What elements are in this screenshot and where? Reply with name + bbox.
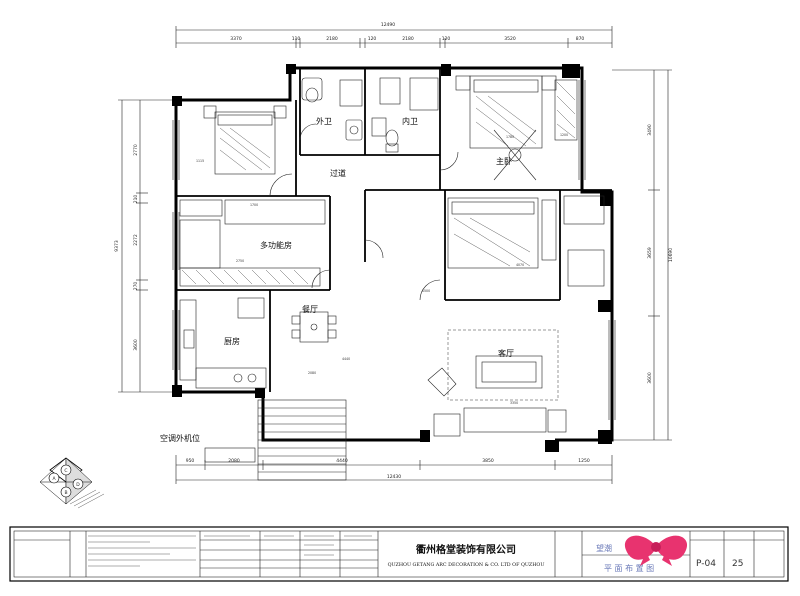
balcony-grille xyxy=(204,399,347,481)
interior-dimensions: 1115 1700 2750 1500 4440 3350 4070 2080 … xyxy=(196,133,568,405)
column xyxy=(172,96,182,106)
room-label-kitchen: 厨房 xyxy=(224,336,240,346)
interior-dim: 1500 xyxy=(422,289,430,293)
master-bed xyxy=(455,75,557,181)
top-dimension-chain: 12490 3370 110 2180 120 2180 120 3520 87… xyxy=(175,22,613,48)
right-seg-dim: 3490 xyxy=(647,124,653,136)
interior-dim: 1780 xyxy=(506,135,514,139)
top-seg-dim: 3520 xyxy=(504,36,516,42)
interior-walls xyxy=(176,68,612,392)
left-seg-dim: 270 xyxy=(133,282,139,291)
bottom-seg-dim: 1250 xyxy=(578,458,590,464)
left-seg-dim: 2770 xyxy=(133,144,139,156)
interior-dim: 2750 xyxy=(236,259,244,263)
column xyxy=(545,440,559,452)
bottom-seg-dim: 2080 xyxy=(228,458,240,464)
column xyxy=(441,64,451,76)
dining-table xyxy=(291,311,337,343)
column xyxy=(562,64,580,78)
wardrobe xyxy=(179,199,326,287)
top-seg-dim: 2180 xyxy=(326,36,338,42)
master-wardrobe xyxy=(554,79,578,141)
compass-letter: C xyxy=(64,468,67,474)
column xyxy=(420,430,430,442)
room-label-living-room: 客厅 xyxy=(498,348,514,358)
sheet-number: 25 xyxy=(732,559,743,569)
bottom-seg-dim: 950 xyxy=(186,458,195,464)
top-seg-dim: 120 xyxy=(368,36,377,42)
left-seg-dim: 2272 xyxy=(133,234,139,246)
door-swings xyxy=(269,123,459,301)
logo-bow-icon xyxy=(624,535,688,566)
column xyxy=(172,385,182,397)
top-seg-dim: 870 xyxy=(576,36,585,42)
compass-letter: B xyxy=(64,490,67,496)
interior-dim: 4440 xyxy=(342,357,350,361)
column xyxy=(598,430,612,444)
right-seg-dim: 3600 xyxy=(647,372,653,384)
compass-icon: A B C D xyxy=(39,457,105,509)
company-name-en: QUZHOU GETANG ARC DECORATION & CO. LTD O… xyxy=(388,562,545,568)
top-seg-dim: 110 xyxy=(292,36,301,42)
left-seg-dim: 210 xyxy=(133,195,139,204)
top-seg-dim: 120 xyxy=(442,36,451,42)
interior-dim: 1200 xyxy=(560,133,568,137)
column xyxy=(600,190,612,206)
top-seg-dim: 3370 xyxy=(230,36,242,42)
column xyxy=(598,300,612,312)
right-dimension-chain: 10690 3490 3659 3600 xyxy=(612,69,674,441)
interior-dim: 4070 xyxy=(516,263,524,267)
second-bed xyxy=(447,195,605,287)
bottom-seg-dim: 3850 xyxy=(482,458,494,464)
interior-dim: 3350 xyxy=(510,401,518,405)
room-labels: 外卫 内卫 过道 主卧 多功能房 餐厅 厨房 客厅 空调外机位 xyxy=(160,116,514,443)
bottom-dimension-chain: 950 2080 4440 3850 1250 12430 xyxy=(175,455,613,484)
interior-dim: 1115 xyxy=(196,159,204,163)
bed-double xyxy=(203,105,287,175)
living-sofa xyxy=(427,329,567,437)
left-total-dim: 9373 xyxy=(114,240,120,252)
room-label-master-bedroom: 主卧 xyxy=(496,156,512,166)
top-total-dim: 12490 xyxy=(381,22,395,28)
room-label-corridor: 过道 xyxy=(330,168,346,178)
kitchen-counter xyxy=(179,297,267,389)
right-total-dim: 10690 xyxy=(668,248,674,262)
company-name-cn: 衢州格堂装饰有限公司 xyxy=(416,543,516,556)
column xyxy=(286,64,296,74)
left-dimension-chain: 9373 2770 210 2272 270 3600 xyxy=(114,99,176,393)
exterior-walls xyxy=(172,64,616,452)
interior-dim: 1700 xyxy=(250,203,258,207)
compass-letter: A xyxy=(52,476,56,482)
interior-dim: 2080 xyxy=(308,371,316,375)
top-seg-dim: 2180 xyxy=(402,36,414,42)
column xyxy=(255,388,265,398)
drawing-number: P-04 xyxy=(696,559,716,569)
room-label-multi-function-room: 多功能房 xyxy=(260,240,292,250)
room-label-ac-unit: 空调外机位 xyxy=(160,433,200,443)
left-seg-dim: 3600 xyxy=(133,339,139,351)
compass-letter: D xyxy=(76,482,80,488)
room-label-inner-bathroom: 内卫 xyxy=(402,116,418,126)
outer-bathroom-fixtures xyxy=(301,77,363,141)
room-label-outer-bathroom: 外卫 xyxy=(316,116,332,126)
project-name: 望潮 xyxy=(596,543,612,553)
room-label-dining-room: 餐厅 xyxy=(302,305,318,314)
title-block: 衢州格堂装饰有限公司 QUZHOU GETANG ARC DECORATION … xyxy=(9,526,789,582)
right-seg-dim: 3659 xyxy=(647,247,653,259)
drawing-title: 平 面 布 置 图 xyxy=(604,563,654,573)
bottom-total-dim: 12430 xyxy=(387,474,401,480)
bottom-seg-dim: 4440 xyxy=(336,458,348,464)
inner-bathroom-fixtures xyxy=(371,77,439,153)
